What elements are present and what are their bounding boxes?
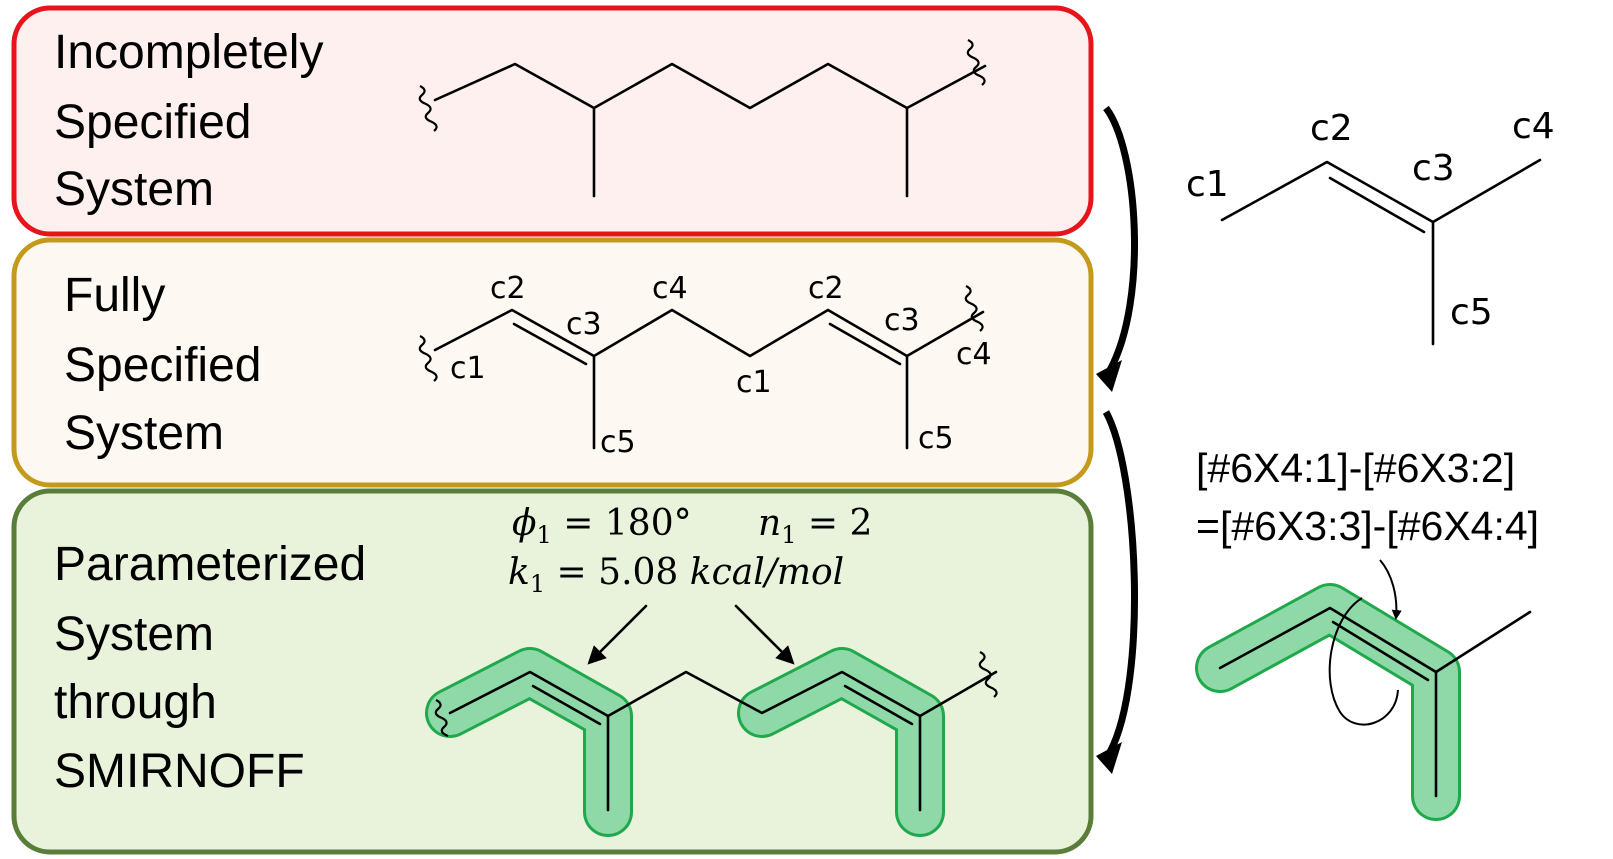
parameterized-title-line3: through bbox=[54, 676, 217, 729]
k-parameter: k1 = 5.08 kcal/mol bbox=[508, 552, 844, 598]
fully-atom-label: c3 bbox=[566, 307, 602, 342]
curved-arrow-icon bbox=[1102, 410, 1138, 754]
fully-double-bond-2 bbox=[828, 322, 902, 366]
smirks-line2: =[#6X3:3]-[#6X4:4] bbox=[1196, 503, 1539, 549]
pointer-arrow-left bbox=[587, 604, 648, 665]
n-parameter: n1 = 2 bbox=[758, 503, 872, 549]
parameterized-title-line4: SMIRNOFF bbox=[54, 745, 305, 798]
fragment-chain bbox=[1220, 158, 1542, 224]
fully-atom-label: c5 bbox=[600, 425, 636, 460]
fragment-atom-label: c1 bbox=[1186, 164, 1229, 205]
torsion-fragment: c1 c2 c3 c4 c5 bbox=[1186, 106, 1555, 346]
fully-atom-label: c3 bbox=[884, 303, 920, 338]
fully-title-line2: Specified bbox=[64, 339, 261, 392]
param-double-bond-2 bbox=[843, 684, 914, 726]
parameterized-title-line1: Parameterized bbox=[54, 538, 366, 591]
rotation-arrow-icon bbox=[1328, 597, 1399, 726]
fully-atom-label: c4 bbox=[652, 271, 688, 306]
pattern-chain bbox=[1218, 606, 1532, 674]
pointer-arrow-right bbox=[734, 604, 795, 665]
incomplete-title-line1: Incompletely bbox=[54, 26, 323, 79]
fully-atom-label: c2 bbox=[808, 271, 844, 306]
fully-double-bond-1 bbox=[512, 322, 588, 366]
torsion-pattern-highlight bbox=[1195, 559, 1532, 821]
incomplete-system-box: Incompletely Specified System bbox=[11, 5, 1094, 237]
fully-atom-label: c4 bbox=[956, 337, 992, 372]
fragment-atom-label: c4 bbox=[1512, 106, 1555, 147]
curved-arrow-head bbox=[1096, 742, 1122, 774]
phi-parameter: ϕ1 = 180° bbox=[512, 503, 692, 549]
incomplete-chain bbox=[433, 62, 987, 110]
parameterized-box: Parameterized System through SMIRNOFF ϕ1… bbox=[11, 488, 1094, 855]
fully-atom-label: c5 bbox=[918, 421, 954, 456]
parameterized-chain bbox=[448, 670, 998, 718]
wavy-bond-icon bbox=[418, 85, 438, 132]
fully-title-line3: System bbox=[64, 407, 224, 460]
fragment-atom-label: c5 bbox=[1450, 292, 1493, 333]
wavy-bond-icon bbox=[964, 285, 984, 332]
incomplete-title-line3: System bbox=[54, 163, 214, 216]
smirks-line1: [#6X4:1]-[#6X3:2] bbox=[1196, 445, 1515, 491]
fully-chain bbox=[433, 308, 985, 358]
incomplete-box-frame bbox=[11, 5, 1094, 237]
rotation-arrow-icon bbox=[1379, 559, 1402, 620]
fully-atom-label: c1 bbox=[450, 351, 486, 386]
fragment-double-bond bbox=[1328, 176, 1426, 234]
fully-specified-box: Fully Specified System c1 c2 c3 c5 c4 c1… bbox=[11, 237, 1094, 488]
pattern-double-bond bbox=[1331, 620, 1430, 682]
curved-arrow-icon bbox=[1103, 105, 1138, 372]
param-double-bond-1 bbox=[531, 684, 602, 726]
wavy-bond-icon bbox=[418, 335, 438, 382]
wavy-bond-icon bbox=[978, 651, 998, 698]
incomplete-title-line2: Specified bbox=[54, 96, 251, 149]
curved-arrow-head bbox=[1096, 360, 1122, 392]
fragment-atom-label: c3 bbox=[1412, 148, 1455, 189]
wavy-bond-icon bbox=[434, 699, 449, 738]
parameterized-title-line2: System bbox=[54, 608, 214, 661]
fully-atom-label: c2 bbox=[490, 271, 526, 306]
fully-atom-label: c1 bbox=[736, 365, 772, 400]
wavy-bond-icon bbox=[966, 39, 986, 86]
fully-title-line1: Fully bbox=[64, 269, 165, 322]
fragment-atom-label: c2 bbox=[1310, 108, 1353, 149]
fully-box-frame bbox=[11, 237, 1094, 488]
